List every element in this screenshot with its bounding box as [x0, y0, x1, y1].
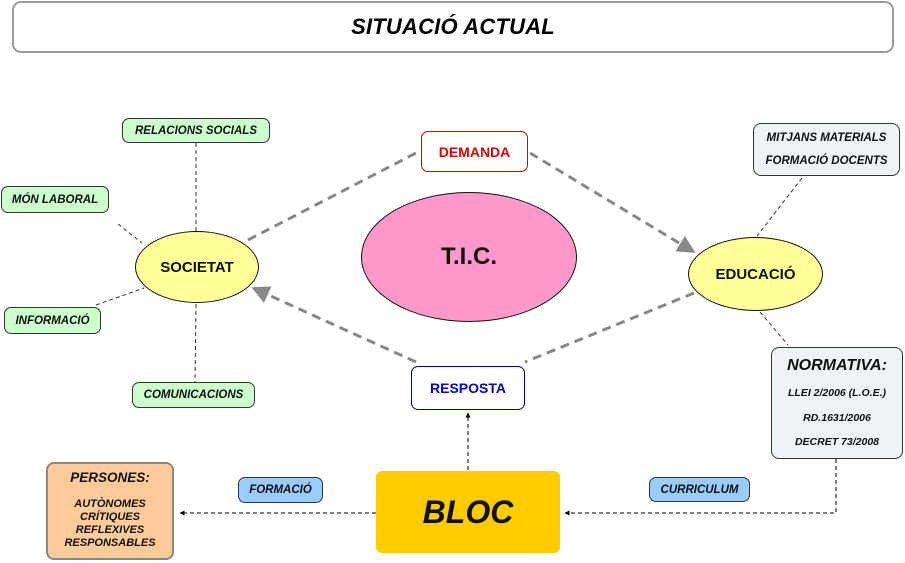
page-title: SITUACIÓ ACTUAL: [351, 14, 555, 39]
persones-quality: REFLEXIVES: [75, 524, 145, 536]
node-bloc[interactable]: BLOC: [376, 471, 560, 553]
resource-item: MITJANS MATERIALS: [766, 132, 887, 145]
node-label: RELACIONS SOCIALS: [134, 124, 258, 137]
node-label: DEMANDA: [438, 143, 511, 160]
arrow-educacio-resposta: [524, 291, 695, 364]
node-label: SOCIETAT: [160, 258, 234, 276]
node-label: EDUCACIÓ: [715, 265, 796, 283]
persones-quality: AUTÒNOMES: [74, 498, 146, 510]
node-informacio[interactable]: INFORMACIÓ: [4, 307, 101, 334]
node-persones[interactable]: PERSONES: AUTÒNOMES CRÍTIQUES REFLEXIVES…: [46, 462, 174, 560]
node-tic[interactable]: T.I.C.: [361, 192, 577, 322]
node-label: RESPOSTA: [430, 380, 506, 396]
node-label: INFORMACIÓ: [15, 314, 90, 327]
title-banner: SITUACIÓ ACTUAL: [12, 1, 894, 53]
node-label: FORMACIÓ: [249, 484, 312, 496]
arrow-demanda-educacio: [529, 151, 696, 254]
node-normativa[interactable]: NORMATIVA: LLEI 2/2006 (L.O.E.) RD.1631/…: [771, 347, 903, 459]
persones-quality: RESPONSABLES: [64, 537, 156, 549]
label-formacio[interactable]: FORMACIÓ: [238, 477, 323, 503]
node-societat[interactable]: SOCIETAT: [135, 231, 259, 303]
resource-item: FORMACIÓ DOCENTS: [765, 154, 888, 167]
arrow-normativa-bloc: [564, 459, 837, 516]
node-comunicacions[interactable]: COMUNICACIONS: [132, 382, 255, 408]
node-mon-laboral[interactable]: MÓN LABORAL: [1, 186, 109, 213]
node-demanda[interactable]: DEMANDA: [421, 131, 528, 172]
node-label: COMUNICACIONS: [143, 389, 244, 401]
normativa-item: DECRET 73/2008: [794, 435, 880, 448]
node-educacio[interactable]: EDUCACIÓ: [688, 237, 823, 311]
arrow-societat-demanda: [247, 150, 419, 242]
normativa-item: LLEI 2/2006 (L.O.E.): [787, 387, 887, 400]
normativa-heading: NORMATIVA:: [787, 357, 887, 375]
node-label: CURRICULUM: [660, 483, 739, 496]
persones-quality: CRÍTIQUES: [80, 511, 140, 523]
link-societat-mon-laboral: [117, 223, 143, 244]
link-educacio-mitjans: [756, 177, 803, 237]
link-educacio-normativa: [759, 311, 789, 346]
node-label: T.I.C.: [440, 243, 497, 270]
node-relacions-socials[interactable]: RELACIONS SOCIALS: [122, 118, 270, 143]
node-educacio-resources[interactable]: MITJANS MATERIALS FORMACIÓ DOCENTS: [753, 123, 900, 176]
persones-heading: PERSONES:: [70, 470, 150, 485]
node-resposta[interactable]: RESPOSTA: [411, 366, 525, 410]
normativa-item: RD.1631/2006: [803, 411, 871, 424]
link-societat-informacio: [95, 287, 145, 306]
node-label: MÓN LABORAL: [11, 193, 99, 206]
label-curriculum[interactable]: CURRICULUM: [649, 477, 750, 502]
node-label: BLOC: [422, 493, 514, 530]
link-societat-comunicacions: [194, 303, 197, 383]
